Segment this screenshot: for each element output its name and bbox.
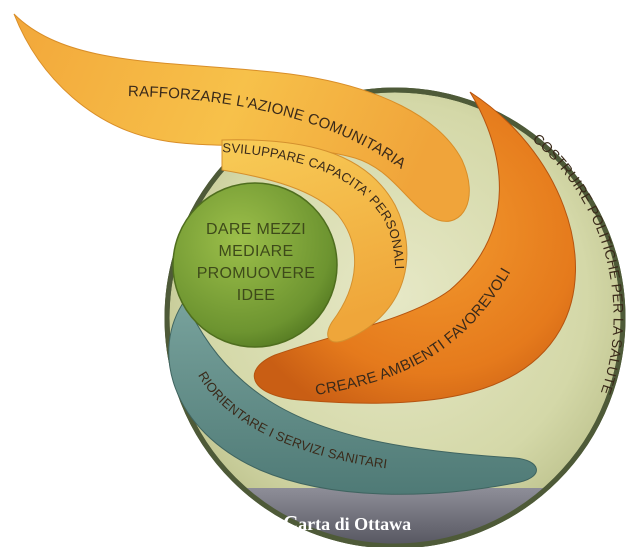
community-swoosh [13, 13, 470, 222]
environments-band [253, 91, 576, 404]
center-line-4: IDEE [237, 287, 276, 304]
footer-title-initial: C [283, 511, 298, 535]
footer-title: Carta di Ottawa [283, 511, 411, 535]
center-circle [172, 182, 338, 348]
footer-title-rest: arta di Ottawa [298, 514, 411, 534]
center-line-3: PROMUOVERE [197, 265, 316, 282]
center-line-1: DARE MEZZI [206, 221, 306, 238]
center-line-2: MEDIARE [219, 243, 294, 260]
skills-band [221, 139, 408, 343]
services-band [168, 298, 537, 495]
